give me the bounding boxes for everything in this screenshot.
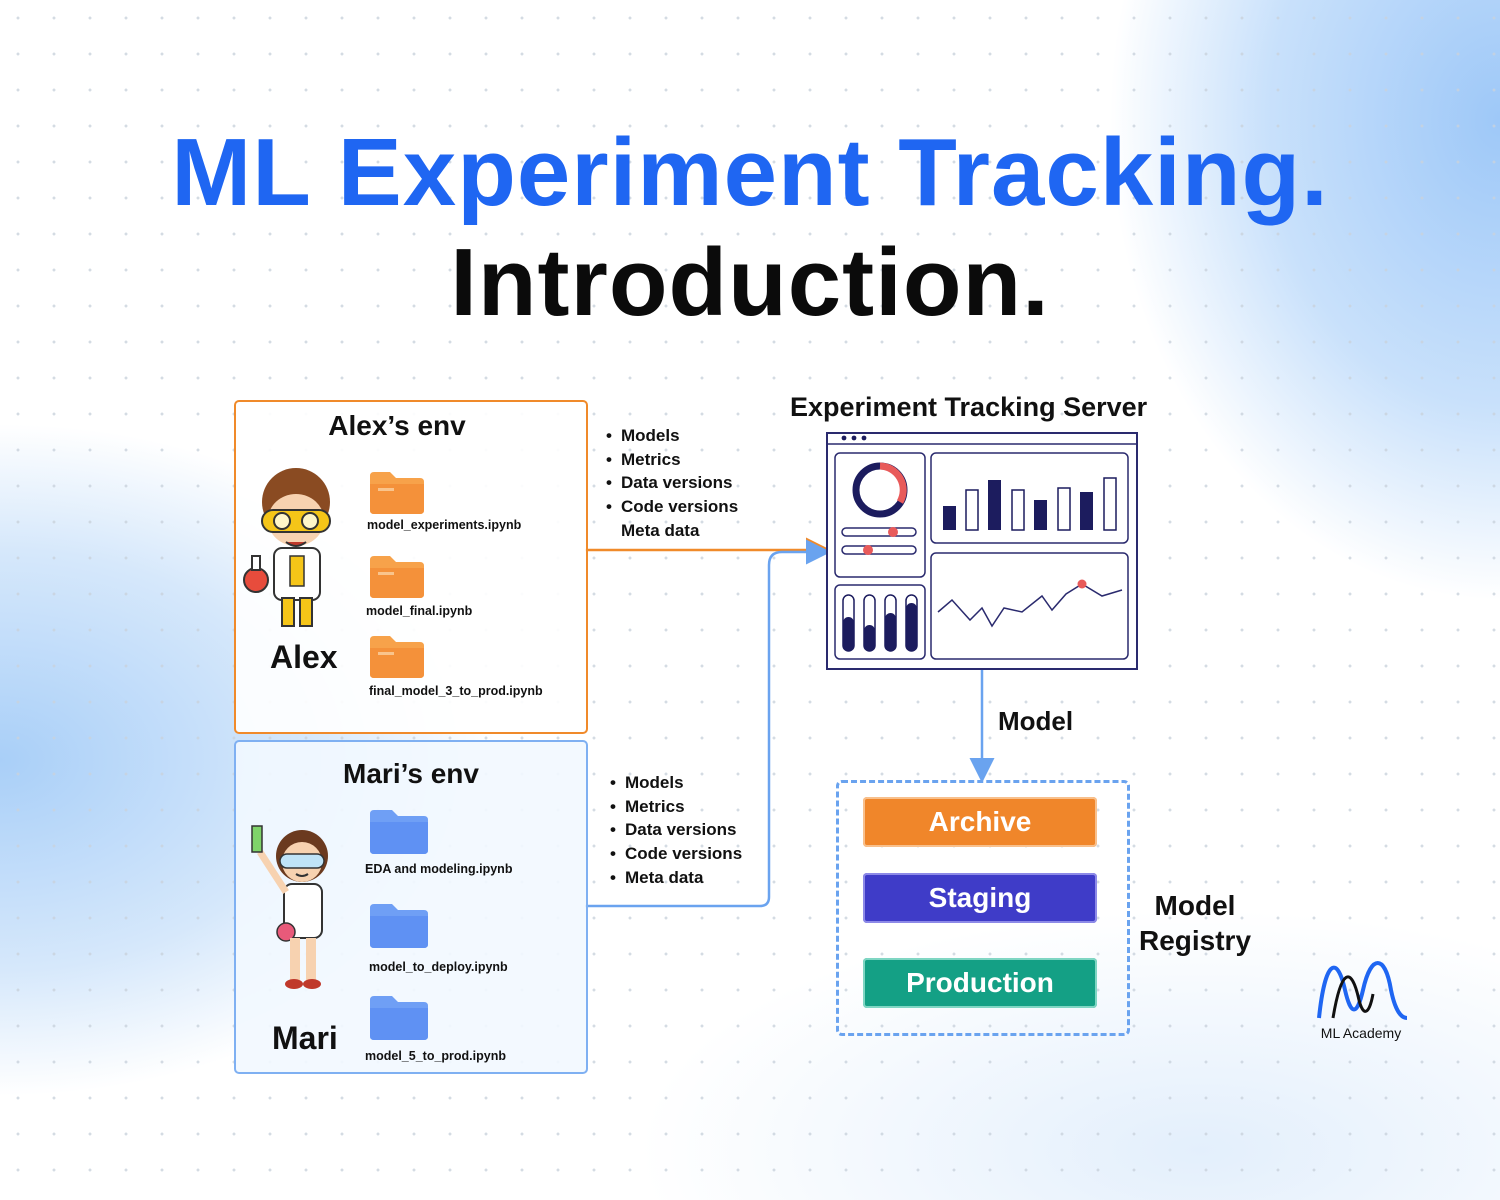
server-title: Experiment Tracking Server bbox=[790, 392, 1148, 422]
dashboard-illustration bbox=[826, 432, 1138, 670]
mari-name: Mari bbox=[272, 1020, 338, 1056]
title-line-1: ML Experiment Tracking. bbox=[171, 119, 1329, 226]
folder-icon bbox=[370, 996, 428, 1040]
mari-file-2-label: model_to_deploy.ipynb bbox=[369, 960, 508, 974]
alex-file-3[interactable] bbox=[368, 634, 426, 680]
folder-icon bbox=[370, 472, 424, 514]
model-registry-label: Model Registry bbox=[1138, 890, 1252, 956]
folder-icon bbox=[370, 636, 424, 678]
alex-file-2-label: model_final.ipynb bbox=[366, 604, 473, 618]
mari-env-title: Mari’s env bbox=[343, 758, 479, 789]
alex-file-2[interactable] bbox=[368, 554, 426, 600]
model-registry-box bbox=[836, 780, 1130, 1036]
archive-stage[interactable]: Archive bbox=[863, 797, 1097, 847]
alex-file-3-label: final_model_3_to_prod.ipynb bbox=[369, 684, 543, 698]
model-arrow-label: Model bbox=[998, 706, 1074, 736]
production-stage[interactable]: Production bbox=[863, 958, 1097, 1008]
ml-academy-logo: ML Academy bbox=[1306, 950, 1416, 1041]
list-item: Code versions bbox=[610, 842, 742, 866]
mari-env-panel: Mari’s env Mari EDA and modeling.ipynb m… bbox=[234, 740, 588, 1074]
list-item: Meta data bbox=[621, 520, 700, 540]
list-item: Metrics bbox=[606, 448, 738, 472]
list-item: Metrics bbox=[610, 795, 742, 819]
list-item: Meta data bbox=[610, 866, 742, 890]
list-item: Data versions bbox=[610, 818, 742, 842]
list-item: Data versions bbox=[606, 471, 738, 495]
list-item: Models bbox=[606, 424, 738, 448]
list-item: Models bbox=[610, 771, 742, 795]
ml-academy-logo-icon bbox=[1317, 961, 1408, 1020]
title-line-2: Introduction. bbox=[450, 229, 1050, 336]
folder-icon bbox=[370, 556, 424, 598]
staging-stage[interactable]: Staging bbox=[863, 873, 1097, 923]
alex-env-panel: Alex’s env Alex model_experiments.ipynb … bbox=[234, 400, 588, 734]
mari-scientist-illustration bbox=[251, 825, 328, 989]
mari-logged-list: Models Metrics Data versions Code versio… bbox=[610, 771, 742, 889]
folder-icon bbox=[370, 810, 428, 854]
alex-file-1-label: model_experiments.ipynb bbox=[367, 518, 522, 532]
folder-icon bbox=[370, 904, 428, 948]
mari-file-1-label: EDA and modeling.ipynb bbox=[365, 862, 513, 876]
mari-file-2[interactable] bbox=[368, 902, 430, 950]
brand-name: ML Academy bbox=[1320, 1025, 1402, 1041]
mari-file-3[interactable] bbox=[368, 994, 430, 1042]
alex-logged-list: Models Metrics Data versions Code versio… bbox=[606, 424, 738, 542]
alex-name: Alex bbox=[270, 639, 338, 675]
alex-file-1[interactable] bbox=[368, 470, 426, 516]
alex-env-title: Alex’s env bbox=[328, 410, 466, 441]
mari-file-1[interactable] bbox=[368, 808, 430, 856]
mari-file-3-label: model_5_to_prod.ipynb bbox=[365, 1049, 506, 1063]
alex-scientist-illustration bbox=[243, 468, 331, 627]
list-item: Code versions bbox=[606, 495, 738, 519]
mari-to-server-arrow bbox=[585, 539, 831, 908]
